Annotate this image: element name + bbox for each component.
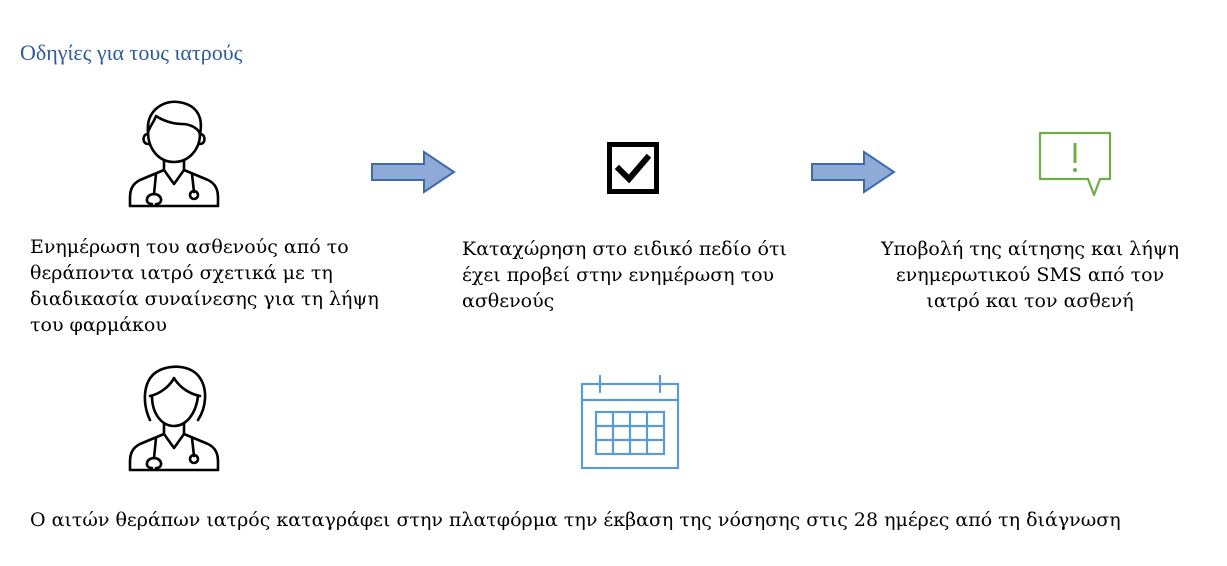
arrow-right-icon <box>370 150 456 194</box>
step-1-text: Ενημέρωση του ασθενούς από το θεράποντα … <box>30 236 379 336</box>
doctor-female-icon <box>120 362 226 474</box>
doctor-male-icon <box>120 98 226 210</box>
alert-message-icon <box>1038 131 1112 199</box>
arrow-right-icon <box>810 150 896 194</box>
page-title: Οδηγίες για τους ιατρούς <box>20 40 243 65</box>
step-3-text: Υποβολή της αίτησης και λήψη ενημερωτικο… <box>880 238 1180 312</box>
calendar-icon <box>580 374 682 470</box>
step-2-text: Καταχώρηση στο ειδικό πεδίο ότι έχει προ… <box>462 238 787 312</box>
checkbox-checked-icon <box>605 140 661 196</box>
bottom-step-text: Ο αιτών θεράπων ιατρός καταγράφει στην π… <box>30 509 1121 531</box>
